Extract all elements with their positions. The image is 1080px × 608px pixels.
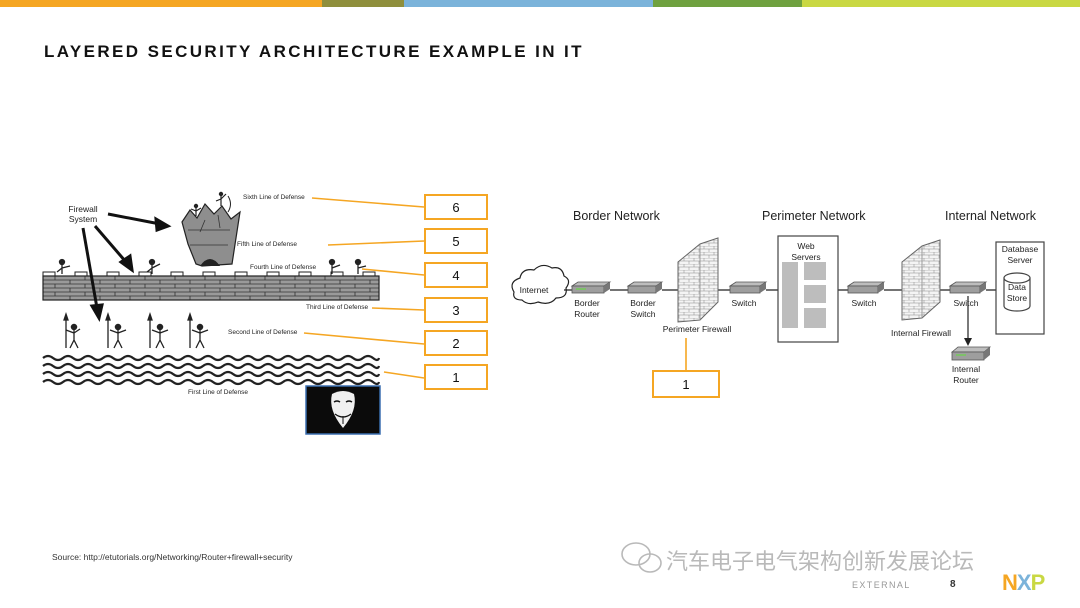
watermark-text: 汽车电子电气架构创新发展论坛 [666, 549, 975, 574]
switch-icon [846, 281, 886, 294]
anonymous-mask-icon [305, 385, 381, 435]
bar-segment [653, 0, 802, 7]
switch-label: Switch [731, 298, 757, 308]
page-title: LAYERED SECURITY ARCHITECTURE EXAMPLE IN… [44, 42, 584, 61]
defense-box-5: 5 [424, 228, 488, 254]
firewall-system-arrows [81, 212, 172, 323]
wechat-icon [621, 542, 662, 573]
soldiers [63, 311, 209, 349]
defense-box-6: 6 [424, 194, 488, 220]
switch-icon [948, 281, 988, 294]
defense-wall [42, 275, 380, 301]
source-citation: Source: http://etutorials.org/Networking… [52, 552, 293, 562]
internet-label: Internet [519, 285, 549, 295]
border-network-header: Border Network [573, 209, 660, 223]
wall-crenellations [42, 271, 376, 276]
firewall-system-label: Firewall System [68, 204, 98, 224]
internal-firewall-label: Internal Firewall [891, 328, 951, 338]
defense-box-3: 3 [424, 297, 488, 323]
perimeter-network-header: Perimeter Network [762, 209, 866, 223]
bar-segment [0, 0, 322, 7]
fifth-line-label: Fifth Line of Defense [237, 241, 297, 248]
top-color-bar [0, 0, 1080, 7]
perimeter-firewall-label: Perimeter Firewall [662, 324, 732, 334]
page-number: 8 [950, 579, 956, 590]
third-line-label: Third Line of Defense [306, 304, 369, 311]
switch-label: Switch [851, 298, 877, 308]
border-switch-icon [626, 281, 664, 294]
web-servers-icon [777, 235, 839, 343]
second-line-label: Second Line of Defense [228, 329, 298, 336]
connector-lines [303, 197, 425, 379]
border-router-icon [570, 281, 612, 294]
perimeter-firewall-icon [677, 237, 719, 323]
internet-cloud-icon [511, 264, 570, 305]
moat-waves [42, 354, 381, 386]
defense-box-1: 1 [424, 364, 488, 390]
classification-label: EXTERNAL [852, 580, 911, 590]
data-store-label: Data Store [1006, 282, 1028, 303]
switch-label: Switch [953, 298, 979, 308]
castle-icon [181, 191, 241, 267]
defense-box-2: 2 [424, 330, 488, 356]
callout-box-1: 1 [652, 370, 720, 398]
bar-segment [322, 0, 404, 7]
bar-segment [404, 0, 653, 7]
defense-box-4: 4 [424, 262, 488, 288]
internal-network-header: Internal Network [945, 209, 1037, 223]
border-router-label: Border Router [574, 298, 600, 319]
internal-router-icon [950, 346, 992, 361]
border-switch-label: Border Switch [630, 298, 656, 319]
network-links [564, 289, 996, 342]
switch-icon [728, 281, 768, 294]
wall-archers [56, 258, 367, 274]
nxp-logo: NXP [1002, 570, 1045, 595]
internal-firewall-icon [901, 239, 941, 321]
database-server-icon [995, 241, 1045, 335]
sixth-line-label: Sixth Line of Defense [243, 194, 305, 201]
internal-router-label: Internal Router [951, 364, 981, 385]
first-line-label: First Line of Defense [188, 389, 248, 396]
web-servers-label: Web Servers [791, 241, 821, 262]
database-server-label: Database Server [1001, 244, 1039, 265]
fourth-line-label: Fourth Line of Defense [250, 264, 317, 271]
bar-segment [802, 0, 1080, 7]
